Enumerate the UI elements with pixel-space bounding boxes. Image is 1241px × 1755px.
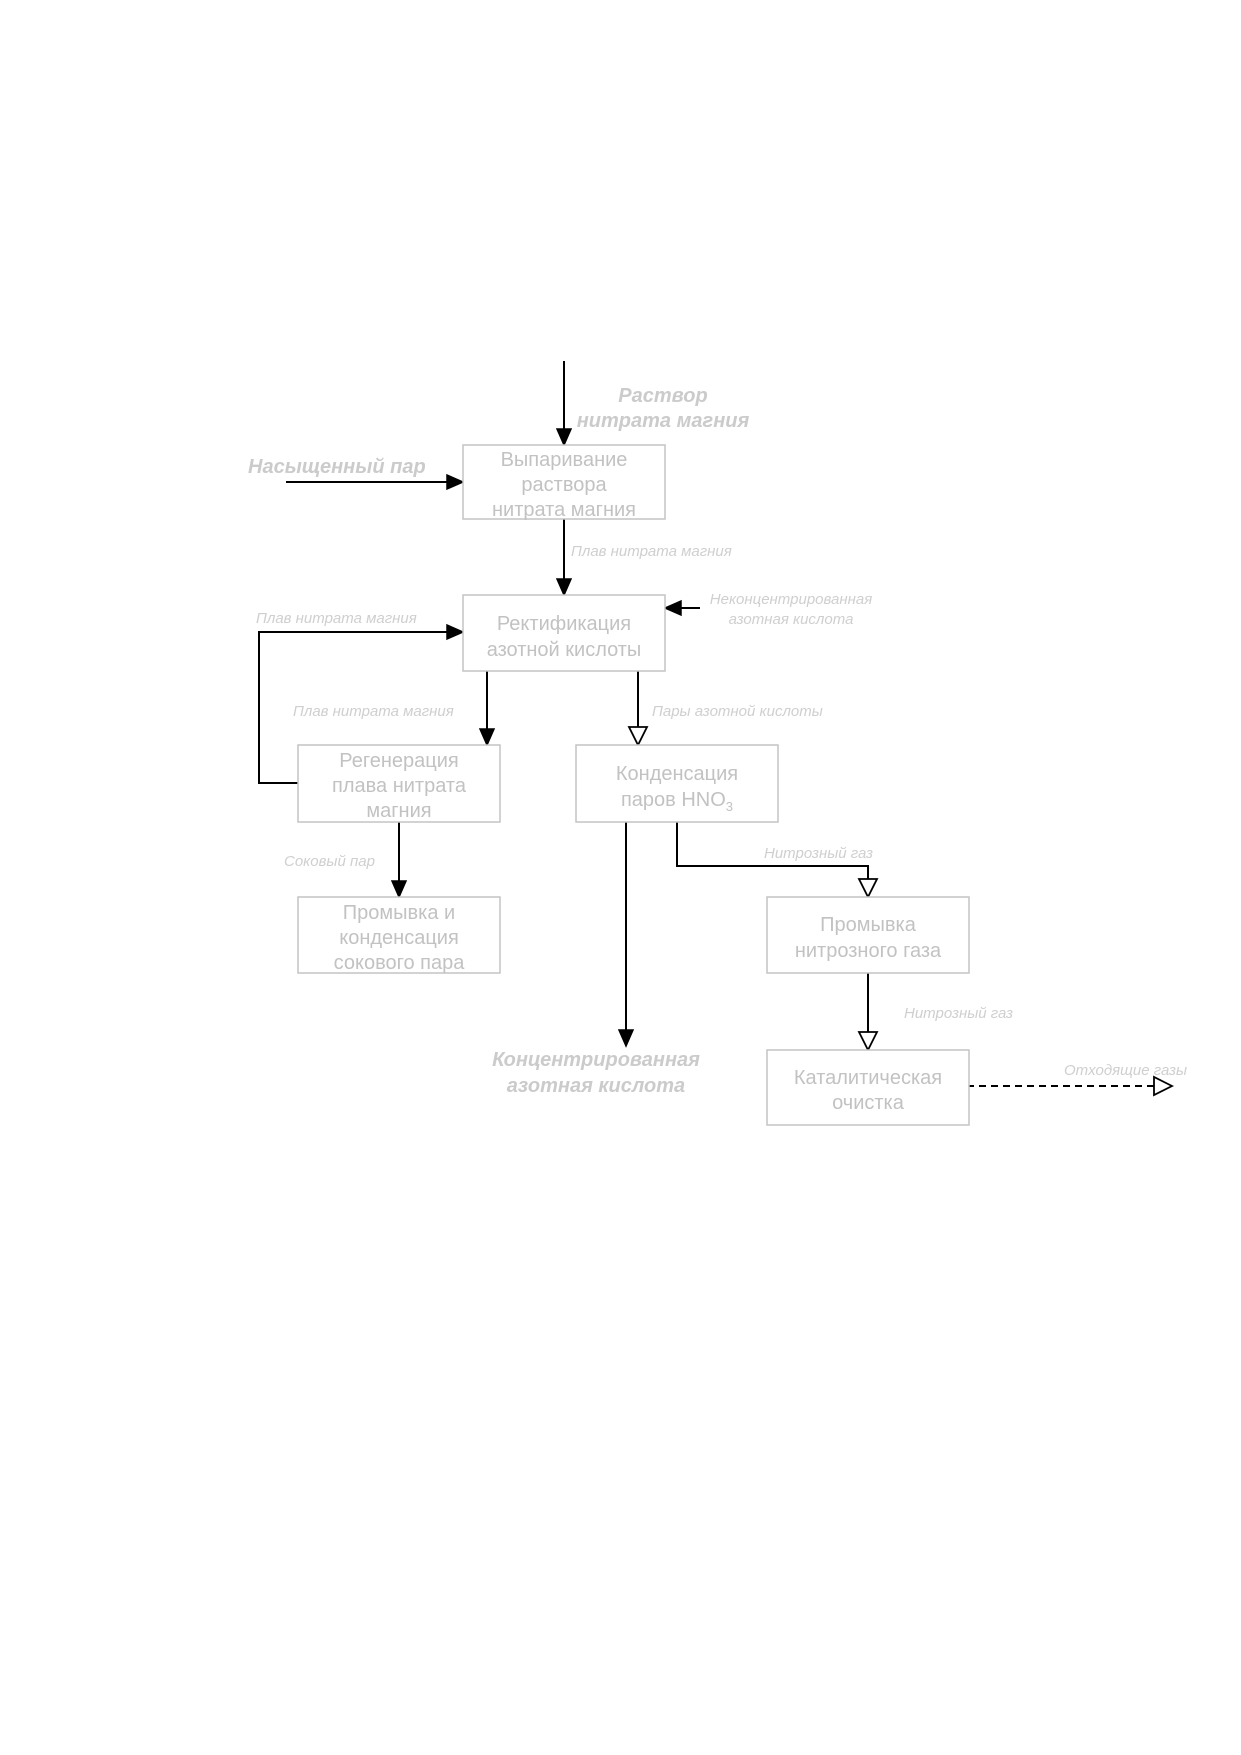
arrow-head-open bbox=[857, 1031, 879, 1053]
box-washing-gas-line-2: нитрозного газа bbox=[795, 940, 942, 962]
arrow-head-open bbox=[857, 878, 879, 900]
box-washing-gas: Промывка нитрозного газа bbox=[766, 896, 970, 974]
box-condensation-line-1: Конденсация bbox=[616, 763, 738, 785]
box-washing-steam-line-1: Промывка и bbox=[343, 902, 455, 924]
flow-melt-to-rect-label: Плав нитрата магния bbox=[571, 543, 732, 560]
box-catalytic: Каталитическая очистка bbox=[766, 1049, 970, 1126]
box-washing-steam-line-2: конденсация bbox=[339, 927, 459, 949]
flow-melt-return-label: Плав нитрата магния bbox=[256, 610, 417, 627]
arrow-head-open bbox=[627, 726, 649, 748]
input-steam-label: Насыщенный пар bbox=[248, 456, 426, 478]
input-solution-line-1: Раствор bbox=[618, 385, 707, 407]
arrow-head bbox=[478, 728, 496, 747]
box-condensation: Конденсация паров HNO3 bbox=[575, 744, 779, 823]
box-catalytic-line-1: Каталитическая bbox=[794, 1067, 942, 1089]
arrow-head bbox=[446, 623, 465, 641]
box-condensation-line-2: паров HNO3 bbox=[621, 789, 733, 814]
flow-acid-vapors-label: Пары азотной кислоты bbox=[652, 703, 823, 720]
box-evaporation-line-3: нитрата магния bbox=[492, 499, 636, 521]
box-catalytic-line-2: очистка bbox=[832, 1092, 905, 1114]
box-regeneration-line-1: Регенерация bbox=[339, 750, 458, 772]
output-acid-line-2: азотная кислота bbox=[507, 1075, 685, 1097]
arrow-head bbox=[446, 473, 465, 491]
box-evaporation: Выпаривание раствора нитрата магния bbox=[462, 444, 666, 521]
arrow-head bbox=[663, 599, 682, 617]
output-acid-line-1: Концентрированная bbox=[492, 1049, 700, 1071]
flow-nitrous-gas-2-label: Нитрозный газ bbox=[904, 1005, 1013, 1022]
box-washing-steam-line-3: сокового пара bbox=[334, 952, 466, 974]
arrow-head bbox=[390, 880, 408, 899]
box-regeneration: Регенерация плава нитрата магния bbox=[297, 744, 501, 823]
connectors bbox=[258, 361, 1175, 1097]
arrow-regen-return bbox=[258, 631, 455, 784]
box-washing-gas-line-1: Промывка bbox=[820, 914, 917, 936]
flow-nitrous-gas-1-label: Нитрозный газ bbox=[764, 845, 873, 862]
box-rectification-line-1: Ректификация bbox=[497, 613, 631, 635]
box-washing-steam: Промывка и конденсация сокового пара bbox=[297, 896, 501, 974]
input-dilute-acid-line-2: азотная кислота bbox=[729, 611, 854, 628]
input-dilute-acid-line-1: Неконцентрированная bbox=[710, 591, 872, 608]
box-rectification: Ректификация азотной кислоты bbox=[462, 594, 666, 672]
arrow-head bbox=[617, 1029, 635, 1048]
box-rectification-line-2: азотной кислоты bbox=[487, 639, 642, 661]
box-evaporation-line-2: раствора bbox=[521, 474, 607, 496]
box-regeneration-line-3: магния bbox=[366, 800, 431, 822]
box-evaporation-line-1: Выпаривание bbox=[501, 449, 628, 471]
output-exhaust-label: Отходящие газы bbox=[1064, 1062, 1187, 1079]
arrow-cond-to-gaswash bbox=[676, 822, 869, 880]
box-regeneration-line-2: плава нитрата bbox=[332, 775, 467, 797]
flow-melt-to-regen-label: Плав нитрата магния bbox=[293, 703, 454, 720]
arrow-head bbox=[555, 578, 573, 597]
flow-juice-steam-label: Соковый пар bbox=[284, 853, 375, 870]
arrow-head bbox=[555, 428, 573, 447]
input-solution-line-2: нитрата магния bbox=[577, 410, 750, 432]
arrow-head-open bbox=[1153, 1075, 1175, 1097]
